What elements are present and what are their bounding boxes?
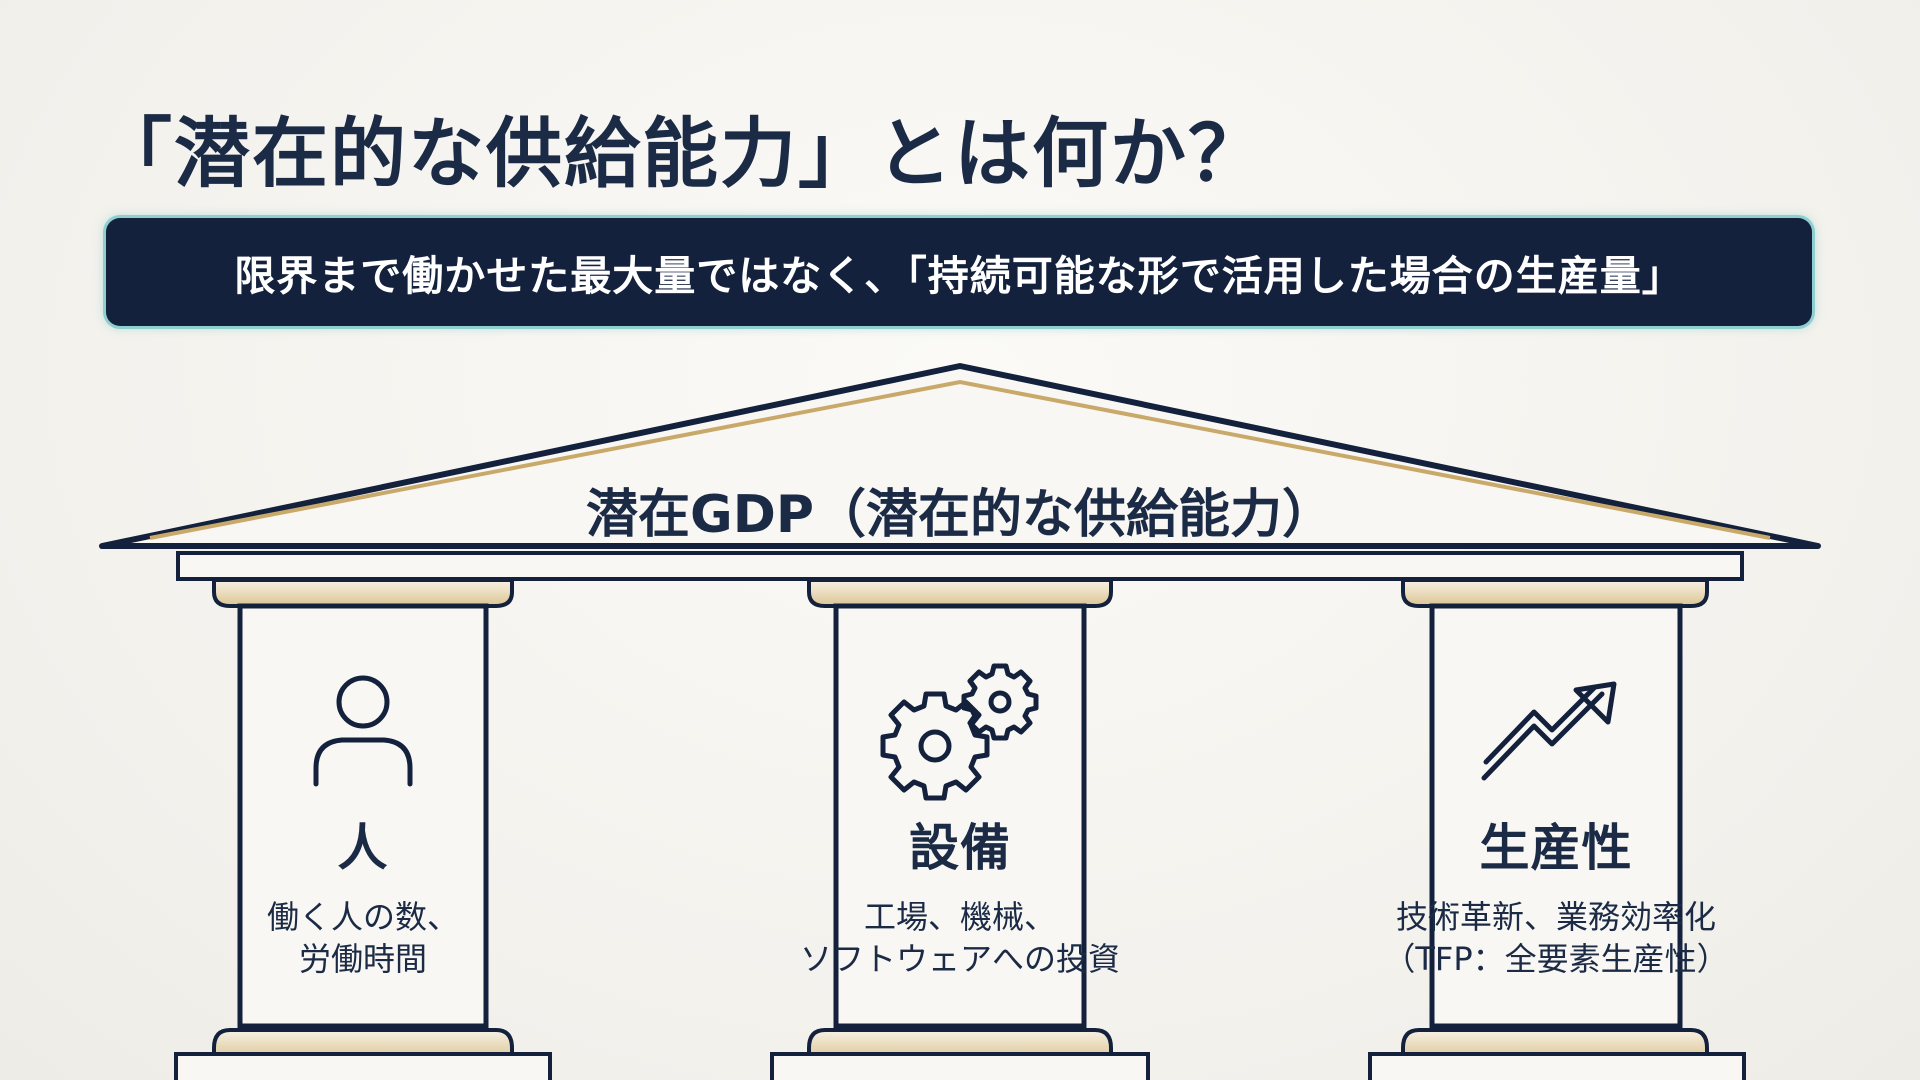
pillar-productivity-title: 生産性 xyxy=(1479,819,1633,877)
pillar-productivity-desc-line: 技術革新、業務効率化 xyxy=(1395,898,1716,936)
temple-roof xyxy=(99,363,1821,581)
definition-banner: 限界まで働かせた最大量ではなく、「持続可能な形で活用した場合の生産量」 xyxy=(106,218,1812,326)
pillar-equipment-title: 設備 xyxy=(909,819,1011,877)
roof-label: 潜在GDP（潜在的な供給能力） xyxy=(586,485,1334,545)
pillar-equipment-desc-line: 工場、機械、 xyxy=(863,898,1056,936)
pillar-equipment-desc-line: ソフトウェアへの投資 xyxy=(799,940,1120,978)
pillar-people-title: 人 xyxy=(337,819,389,877)
pillar-people-desc-line: 働く人の数、 xyxy=(266,898,459,936)
pillar-productivity-desc: 技術革新、業務効率化 （TFP：全要素生産性） xyxy=(1356,896,1756,980)
pillar-people-desc: 働く人の数、 労働時間 xyxy=(213,896,513,980)
gears-icon xyxy=(880,663,1039,801)
trend-arrow-icon xyxy=(1481,681,1617,781)
pillar-equipment-desc: 工場、機械、 ソフトウェアへの投資 xyxy=(760,896,1160,980)
pillar-people-desc-line: 労働時間 xyxy=(298,940,427,978)
pillar-equipment-text: 設備 工場、機械、 ソフトウェアへの投資 xyxy=(760,808,1160,980)
pillar-productivity-text: 生産性 技術革新、業務効率化 （TFP：全要素生産性） xyxy=(1356,808,1756,980)
pillar-equipment xyxy=(770,578,1150,1080)
person-icon xyxy=(313,675,413,787)
pillar-productivity-desc-line: （TFP：全要素生産性） xyxy=(1383,940,1729,978)
definition-text: 限界まで働かせた最大量ではなく、「持続可能な形で活用した場合の生産量」 xyxy=(234,252,1684,300)
pillar-productivity xyxy=(1368,578,1746,1080)
page-title: 「潜在的な供給能力」とは何か？ xyxy=(96,109,1266,198)
pillar-people-text: 人 働く人の数、 労働時間 xyxy=(213,808,513,980)
